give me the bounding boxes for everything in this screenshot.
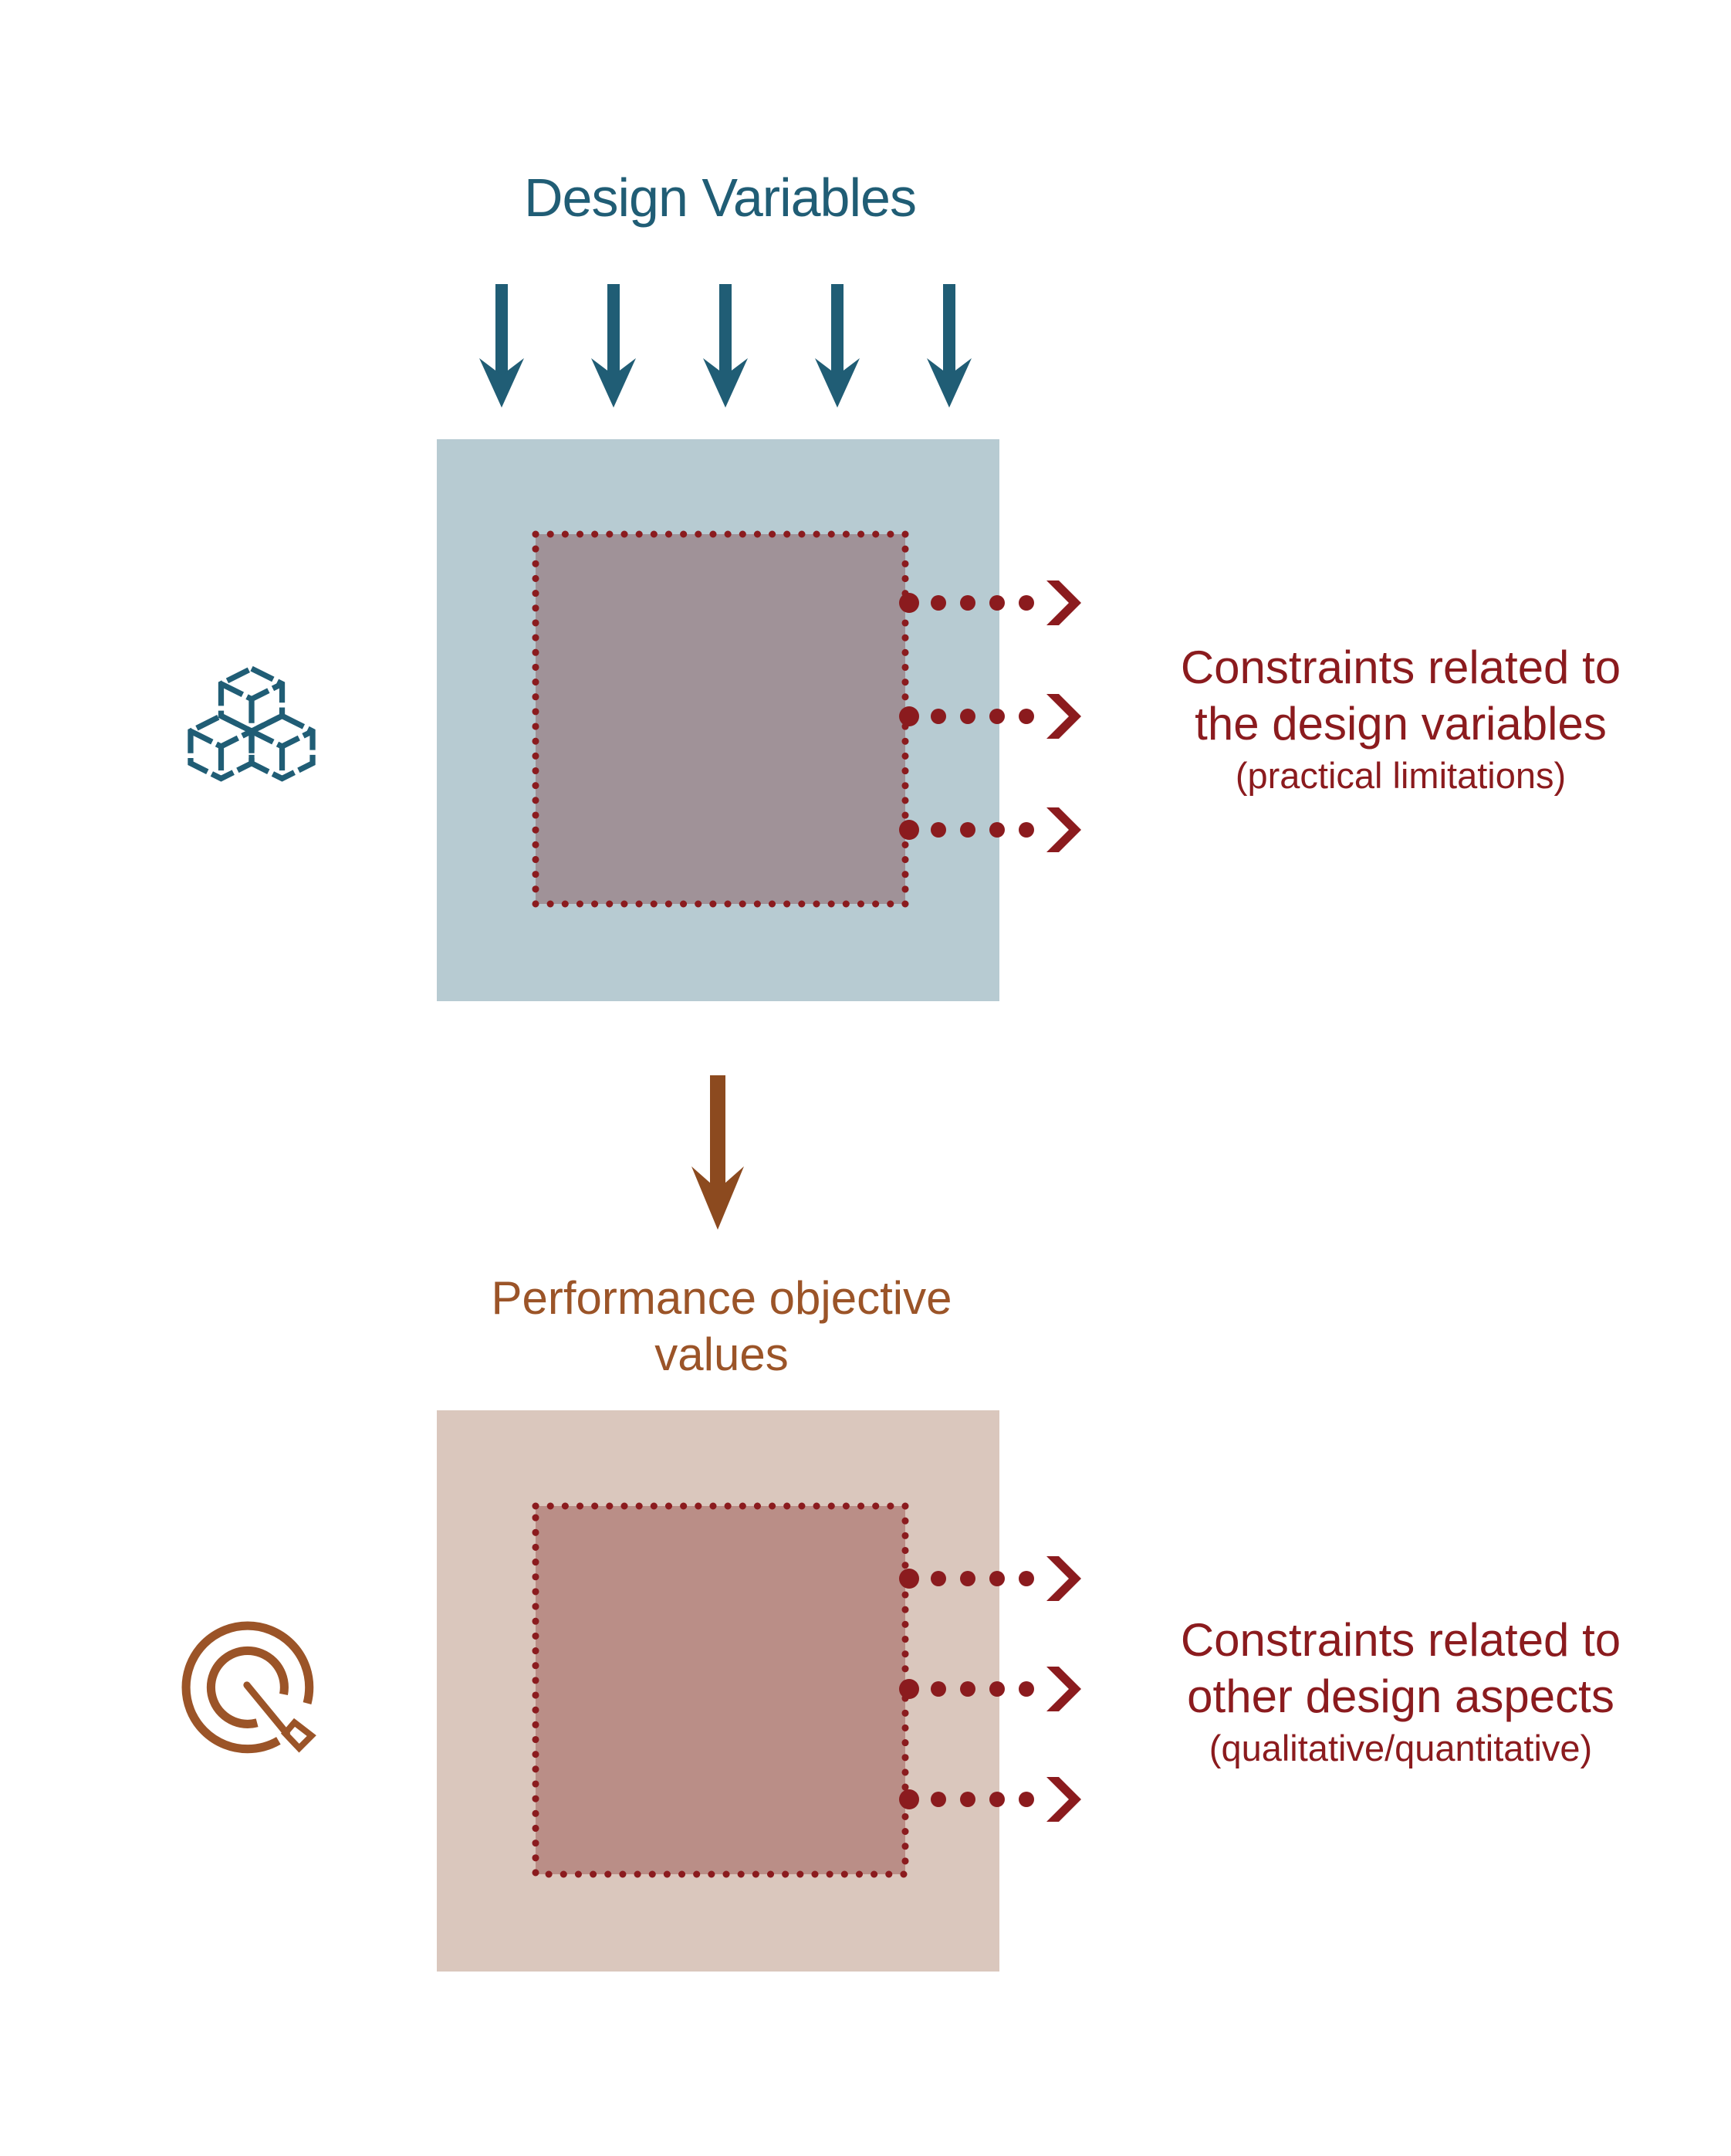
constraint-arrow — [899, 1667, 1081, 1711]
bottom-constraints-label: Constraints related to other design aspe… — [1111, 1612, 1690, 1772]
bottom-constraints-line2: other design aspects — [1187, 1670, 1614, 1722]
performance-label-line1: Performance objective — [491, 1272, 952, 1324]
design-variables-title: Design Variables — [524, 168, 917, 228]
top-constraints-label: Constraints related to the design variab… — [1111, 639, 1690, 800]
target-dart-icon — [181, 1621, 316, 1754]
constraint-arrow — [899, 1777, 1081, 1822]
cubes-icon — [188, 665, 316, 782]
performance-label-line2: values — [654, 1328, 789, 1380]
performance-feasible-region-square — [532, 1502, 909, 1878]
constraint-arrow — [899, 694, 1081, 739]
constraint-arrow — [899, 580, 1081, 625]
constraint-arrow — [899, 1556, 1081, 1601]
flow-down-arrow — [691, 1075, 744, 1230]
constraint-arrow — [899, 807, 1081, 852]
top-constraints-line2: the design variables — [1195, 698, 1607, 750]
bottom-constraints-line3: (qualitative/quantitative) — [1209, 1728, 1593, 1768]
bottom-constraints-line1: Constraints related to — [1180, 1614, 1621, 1666]
top-constraints-line3: (practical limitations) — [1235, 755, 1567, 796]
design-feasible-region-square — [532, 530, 909, 908]
top-constraints-line1: Constraints related to — [1180, 641, 1621, 693]
design-variable-input-arrows — [479, 284, 972, 408]
performance-objective-label: Performance objective values — [336, 1270, 1107, 1383]
